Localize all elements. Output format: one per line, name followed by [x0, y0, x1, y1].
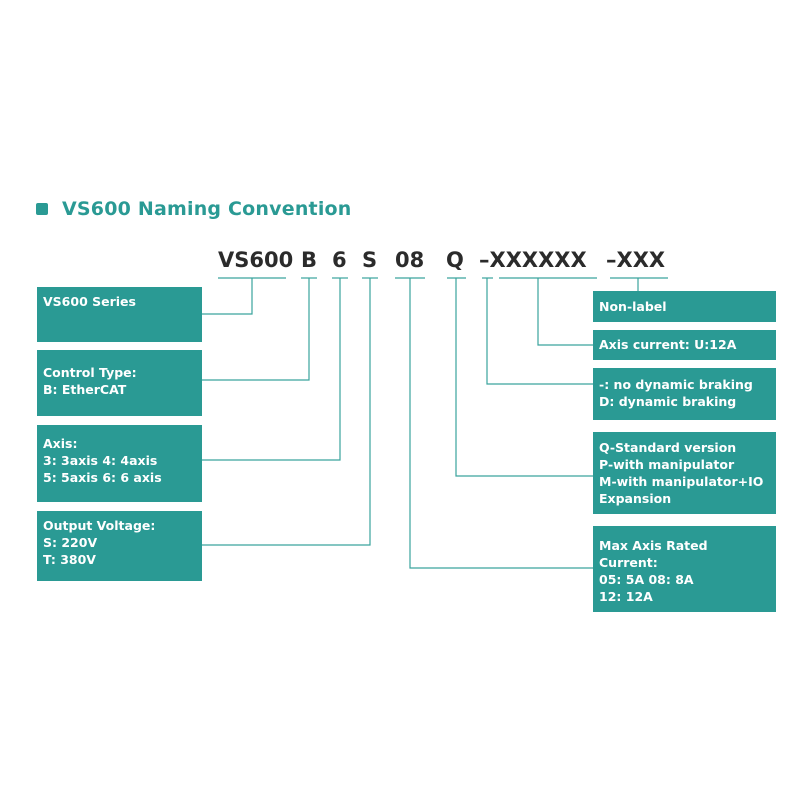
connector-axis-current: [537, 278, 593, 346]
box-line: Q-Standard version: [599, 440, 737, 455]
box-line: 12: 12A: [599, 589, 653, 604]
connector-voltage: [202, 278, 371, 546]
box-line: Axis:: [43, 436, 78, 451]
connector-axis: [202, 278, 341, 461]
box-line: Expansion: [599, 491, 672, 506]
code-braking-axis-current: –XXXXXX: [479, 248, 587, 272]
box-line: Axis current: U:12A: [599, 337, 737, 352]
code-axis: 6: [332, 248, 347, 272]
box-line: M-with manipulator+IO: [599, 474, 764, 489]
box-version: Q-Standard version P-with manipulator M-…: [593, 432, 776, 514]
box-output-voltage: Output Voltage: S: 220V T: 380V: [37, 511, 202, 581]
title-bullet-icon: [36, 203, 48, 215]
box-line: Current:: [599, 555, 658, 570]
box-line: VS600 Series: [43, 294, 136, 309]
box-line: B: EtherCAT: [43, 382, 127, 397]
box-line: 05: 5A 08: 8A: [599, 572, 694, 587]
code-nonlabel: –XXX: [606, 248, 666, 272]
box-max-axis-current: Max Axis Rated Current: 05: 5A 08: 8A 12…: [593, 526, 776, 612]
code-current: 08: [395, 248, 425, 272]
connector-version: [455, 278, 593, 477]
box-nonlabel: Non-label: [593, 291, 776, 322]
box-line: Output Voltage:: [43, 518, 156, 533]
box-axis: Axis: 3: 3axis 4: 4axis 5: 5axis 6: 6 ax…: [37, 425, 202, 502]
box-line: S: 220V: [43, 535, 98, 550]
page-title: VS600 Naming Convention: [62, 198, 352, 220]
box-line: D: dynamic braking: [599, 394, 737, 409]
connector-max-current: [409, 278, 593, 569]
connector-control: [202, 278, 310, 381]
code-version: Q: [446, 248, 464, 272]
connector-braking: [486, 278, 593, 385]
box-line: 5: 5axis 6: 6 axis: [43, 470, 162, 485]
box-line: P-with manipulator: [599, 457, 735, 472]
box-line: T: 380V: [43, 552, 96, 567]
box-dynamic-braking: -: no dynamic braking D: dynamic braking: [593, 368, 776, 420]
box-line: Max Axis Rated: [599, 538, 708, 553]
box-control-type: Control Type: B: EtherCAT: [37, 350, 202, 416]
box-axis-current: Axis current: U:12A: [593, 330, 776, 360]
box-line: Non-label: [599, 299, 667, 314]
box-line: Control Type:: [43, 365, 137, 380]
connector-series: [202, 278, 253, 315]
code-control-type: B: [301, 248, 318, 272]
box-line: -: no dynamic braking: [599, 377, 753, 392]
box-line: 3: 3axis 4: 4axis: [43, 453, 158, 468]
code-series: VS600: [218, 248, 294, 272]
box-series: VS600 Series: [37, 287, 202, 342]
code-voltage: S: [362, 248, 378, 272]
title-group: VS600 Naming Convention: [36, 198, 352, 220]
